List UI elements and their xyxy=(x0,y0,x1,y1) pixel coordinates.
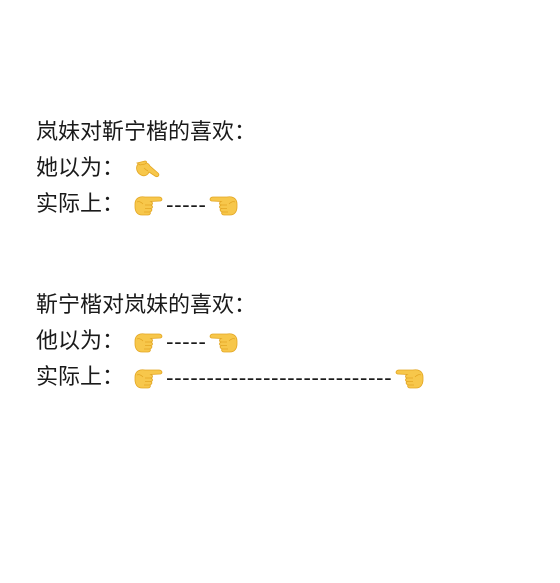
left-pointing-hand-icon xyxy=(206,192,240,218)
reality-label: 实际上： xyxy=(36,192,125,217)
section-her-view: 岚妹对靳宁楷的喜欢： 她以为： 实际上： ----- xyxy=(36,115,256,223)
right-pointing-hand-icon xyxy=(132,365,166,391)
section-title-text: 岚妹对靳宁楷的喜欢： xyxy=(36,120,257,145)
belief-line: 他以为： ----- xyxy=(36,324,426,360)
belief-label: 他以为： xyxy=(36,329,125,354)
reality-line: 实际上： ---------------------------- xyxy=(36,360,426,396)
belief-label: 她以为： xyxy=(36,156,125,181)
reality-label: 实际上： xyxy=(36,365,125,390)
right-pointing-hand-icon xyxy=(132,329,166,355)
distance-dashes: ----- xyxy=(166,193,207,217)
left-pointing-hand-icon xyxy=(392,365,426,391)
distance-dashes: ---------------------------- xyxy=(166,366,393,390)
right-pointing-hand-icon xyxy=(132,192,166,218)
section-title: 靳宁楷对岚妹的喜欢： xyxy=(36,288,426,324)
distance-dashes: ----- xyxy=(166,330,207,354)
section-title-text: 靳宁楷对岚妹的喜欢： xyxy=(36,293,257,318)
pinching-hand-icon xyxy=(132,156,166,182)
section-title: 岚妹对靳宁楷的喜欢： xyxy=(36,115,256,151)
left-pointing-hand-icon xyxy=(206,329,240,355)
belief-line: 她以为： xyxy=(36,151,256,187)
section-his-view: 靳宁楷对岚妹的喜欢： 他以为： ----- 实际上： -------------… xyxy=(36,288,426,396)
reality-line: 实际上： ----- xyxy=(36,187,256,223)
